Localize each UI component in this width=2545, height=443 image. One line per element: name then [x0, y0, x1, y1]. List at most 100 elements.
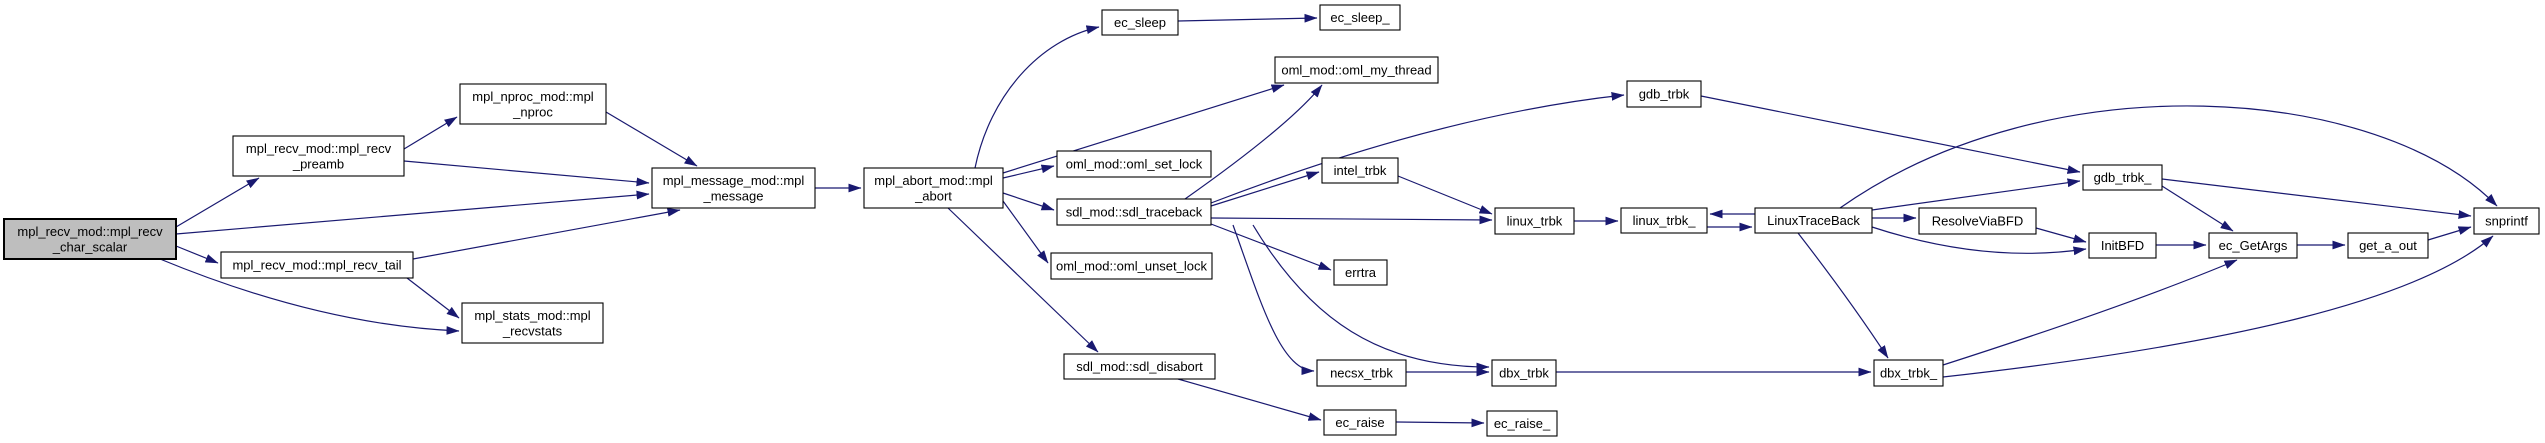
node-box-ec_sleep [1101, 9, 1179, 36]
node-box-oml_unset_lock [1050, 252, 1213, 280]
graph-node-oml_set_lock[interactable]: oml_mod::oml_set_lock [1056, 150, 1212, 178]
graph-node-preamb[interactable]: mpl_recv_mod::mpl_recv_preamb [232, 135, 405, 177]
node-box-necsx_trbk [1316, 359, 1407, 387]
node-label-InitBFD: InitBFD [2101, 238, 2144, 253]
node-label-preamb: mpl_recv_mod::mpl_recv_preamb [246, 141, 392, 172]
node-label-ec_sleep: ec_sleep [1114, 15, 1166, 30]
node-box-oml_set_lock [1056, 150, 1212, 178]
edge-nproc-message [605, 111, 698, 167]
node-label-tail: mpl_recv_mod::mpl_recv_tail [232, 258, 401, 273]
node-box-nproc [459, 83, 607, 125]
node-label-dbx_trbk: dbx_trbk [1499, 366, 1549, 381]
node-label-sdl_disabort: sdl_mod::sdl_disabort [1076, 359, 1203, 374]
graph-node-LinuxTraceBack[interactable]: LinuxTraceBack [1754, 207, 1873, 234]
graph-node-errtra[interactable]: errtra [1333, 259, 1388, 286]
edge-sdl_traceback-linux_trbk [1210, 215, 1493, 225]
edge-sdl_traceback-necsx_trbk [1232, 224, 1315, 376]
node-label-snprintf: snprintf [2485, 214, 2528, 229]
node-label-line: _message [703, 188, 764, 203]
graph-node-ec_sleep_[interactable]: ec_sleep_ [1319, 4, 1401, 31]
node-label-line: _char_scalar [52, 239, 128, 254]
graph-node-snprintf[interactable]: snprintf [2473, 207, 2540, 235]
graph-node-InitBFD[interactable]: InitBFD [2088, 232, 2157, 259]
edge-char_scalar-recvstats [159, 258, 460, 335]
graph-node-ec_raise_[interactable]: ec_raise_ [1486, 410, 1558, 437]
edge-intel_trbk-linux_trbk [1397, 175, 1493, 215]
graph-node-ec_GetArgs[interactable]: ec_GetArgs [2208, 232, 2298, 259]
edge-LinuxTraceBack-InitBFD [1871, 226, 2087, 256]
node-label-line: mpl_stats_mod::mpl [474, 308, 590, 323]
graph-node-linux_trbk[interactable]: linux_trbk [1494, 207, 1575, 235]
graph-node-necsx_trbk[interactable]: necsx_trbk [1316, 359, 1407, 387]
graph-node-get_a_out[interactable]: get_a_out [2347, 232, 2429, 259]
graph-node-message[interactable]: mpl_message_mod::mpl_message [651, 167, 816, 209]
graph-node-recvstats[interactable]: mpl_stats_mod::mpl_recvstats [461, 302, 604, 344]
graph-node-gdb_trbk[interactable]: gdb_trbk [1626, 80, 1702, 108]
node-label-line: InitBFD [2101, 238, 2144, 253]
graph-node-sdl_disabort[interactable]: sdl_mod::sdl_disabort [1063, 353, 1216, 380]
node-label-line: ec_raise [1335, 415, 1384, 430]
graph-node-ec_raise[interactable]: ec_raise [1323, 409, 1397, 436]
node-label-nproc: mpl_nproc_mod::mpl_nproc [472, 89, 593, 120]
graph-node-linux_trbk_[interactable]: linux_trbk_ [1620, 207, 1708, 234]
edge-tail-recvstats [406, 277, 460, 319]
node-label-line: _nproc [512, 104, 553, 119]
graph-node-oml_my_thread[interactable]: oml_mod::oml_my_thread [1274, 56, 1439, 84]
node-box-ec_raise [1323, 409, 1397, 436]
edge-sdl_traceback-oml_my_thread [1184, 84, 1323, 200]
graph-node-oml_unset_lock[interactable]: oml_mod::oml_unset_lock [1050, 252, 1213, 280]
node-box-linux_trbk_ [1620, 207, 1708, 234]
node-label-line: dbx_trbk_ [1880, 366, 1938, 381]
edge-LinuxTraceBack-gdb_trbk_ [1871, 178, 2081, 211]
graph-node-dbx_trbk[interactable]: dbx_trbk [1491, 359, 1557, 387]
node-label-line: ec_sleep [1114, 15, 1166, 30]
graph-node-gdb_trbk_[interactable]: gdb_trbk_ [2082, 164, 2163, 191]
node-box-LinuxTraceBack [1754, 207, 1873, 234]
edge-ec_sleep-ec_sleep_ [1177, 13, 1318, 23]
edge-char_scalar-tail [175, 245, 219, 264]
edge-abort-sdl_traceback [1002, 192, 1055, 211]
node-label-line: mpl_recv_mod::mpl_recv [17, 224, 163, 239]
edge-char_scalar-preamb [175, 177, 260, 228]
graph-node-ResolveViaBFD[interactable]: ResolveViaBFD [1918, 207, 2037, 235]
node-box-ec_sleep_ [1319, 4, 1401, 31]
node-box-ec_GetArgs [2208, 232, 2298, 259]
node-box-gdb_trbk [1626, 80, 1702, 108]
node-box-snprintf [2473, 207, 2540, 235]
edge-layer [159, 13, 2498, 428]
graph-node-dbx_trbk_[interactable]: dbx_trbk_ [1873, 359, 1944, 387]
graph-node-nproc[interactable]: mpl_nproc_mod::mpl_nproc [459, 83, 607, 125]
node-label-line: linux_trbk_ [1633, 213, 1697, 228]
node-label-LinuxTraceBack: LinuxTraceBack [1767, 213, 1860, 228]
graph-node-sdl_traceback[interactable]: sdl_mod::sdl_traceback [1056, 198, 1212, 226]
node-label-recvstats: mpl_stats_mod::mpl_recvstats [474, 308, 590, 339]
edge-LinuxTraceBack-dbx_trbk_ [1797, 232, 1889, 359]
node-label-line: necsx_trbk [1330, 366, 1393, 381]
node-label-ec_GetArgs: ec_GetArgs [2219, 238, 2288, 253]
node-box-abort [863, 167, 1004, 209]
node-box-preamb [232, 135, 405, 177]
edge-tail-message [412, 207, 681, 260]
node-label-linux_trbk: linux_trbk [1507, 214, 1563, 229]
node-label-message: mpl_message_mod::mpl_message [663, 173, 805, 204]
graph-node-intel_trbk[interactable]: intel_trbk [1321, 157, 1399, 184]
node-label-line: mpl_recv_mod::mpl_recv_tail [232, 258, 401, 273]
node-label-line: mpl_message_mod::mpl [663, 173, 805, 188]
node-label-line: ec_GetArgs [2219, 238, 2288, 253]
graph-node-tail[interactable]: mpl_recv_mod::mpl_recv_tail [220, 251, 414, 279]
node-label-line: ec_raise_ [1494, 416, 1551, 431]
node-label-line: sdl_mod::sdl_traceback [1066, 205, 1203, 220]
node-box-recvstats [461, 302, 604, 344]
edge-sdl_traceback-dbx_trbk [1252, 224, 1490, 372]
graph-node-char_scalar[interactable]: mpl_recv_mod::mpl_recv_char_scalar [3, 218, 177, 260]
graph-node-abort[interactable]: mpl_abort_mod::mpl_abort [863, 167, 1004, 209]
node-box-gdb_trbk_ [2082, 164, 2163, 191]
edge-sdl_traceback-errtra [1210, 223, 1332, 271]
node-label-gdb_trbk_: gdb_trbk_ [2094, 170, 2153, 185]
edge-dbx_trbk_-snprintf [1942, 235, 2494, 378]
node-box-get_a_out [2347, 232, 2429, 259]
graph-node-ec_sleep[interactable]: ec_sleep [1101, 9, 1179, 36]
node-box-sdl_traceback [1056, 198, 1212, 226]
edge-preamb-nproc [403, 116, 458, 150]
